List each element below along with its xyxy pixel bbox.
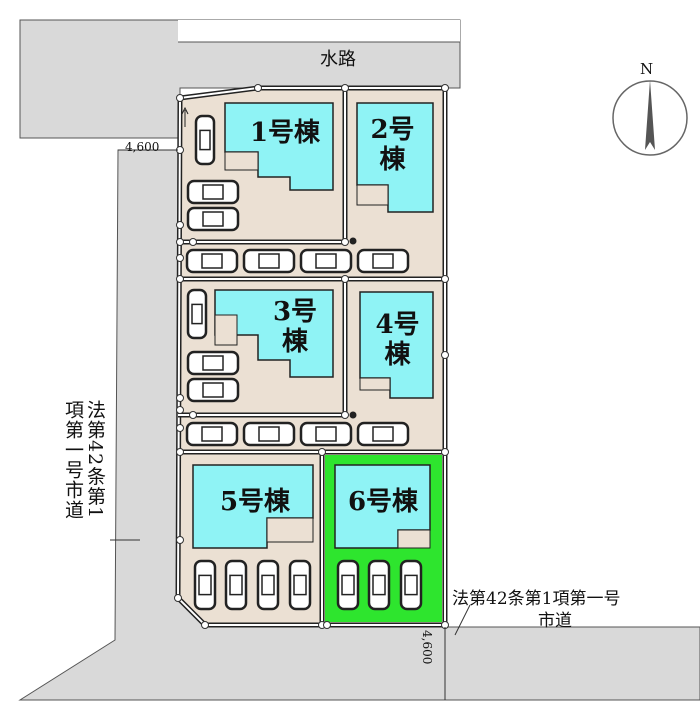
boundary-marker: [176, 94, 184, 102]
boundary-marker: [176, 238, 184, 246]
house-4-label: 4号棟: [375, 310, 420, 370]
boundary-marker: [176, 424, 184, 432]
boundary-marker: [341, 275, 349, 283]
house-5-label: 5号棟: [219, 487, 291, 517]
boundary-marker: [174, 594, 182, 602]
left-road-label: 法第42条第1項第一号市道: [62, 400, 106, 520]
waterway-label: 水路: [320, 49, 356, 70]
entrance-steps: [214, 151, 431, 549]
boundary-marker-black: [349, 411, 357, 419]
compass-icon: [612, 80, 688, 156]
boundary-marker: [323, 621, 331, 629]
boundary-marker: [318, 448, 326, 456]
boundary-marker: [176, 394, 184, 402]
boundary-marker: [441, 351, 449, 359]
boundary-marker: [176, 254, 184, 262]
road-top-gap: [178, 20, 460, 42]
boundary-marker: [441, 84, 449, 92]
boundary-marker: [341, 238, 349, 246]
boundary-marker: [201, 621, 209, 629]
boundary-marker: [176, 221, 184, 229]
house-6-label: 6号棟: [347, 487, 419, 517]
boundary-marker: [341, 411, 349, 419]
boundary-marker: [254, 84, 262, 92]
boundary-marker: [176, 448, 184, 456]
boundary-marker: [176, 536, 184, 544]
boundary-marker: [176, 275, 184, 283]
boundary-marker: [441, 275, 449, 283]
boundary-marker: [176, 406, 184, 414]
house-2-label: 2号棟: [370, 115, 415, 175]
road-width-top-left: 4,600: [125, 140, 160, 154]
house-3-label: 3号棟: [272, 297, 318, 357]
bottom-road-label-2: 市道: [538, 611, 572, 631]
boundary-marker-black: [349, 237, 357, 245]
boundary-marker: [189, 238, 197, 246]
house-1-label: 1号棟: [249, 118, 321, 148]
road-width-bottom-right: 4,600: [420, 630, 434, 665]
boundary-marker: [441, 448, 449, 456]
boundary-marker: [189, 411, 197, 419]
boundary-marker: [341, 84, 349, 92]
bottom-road-label-1: 法第42条第1項第一号: [452, 589, 621, 609]
compass-north-label: N: [640, 60, 654, 78]
